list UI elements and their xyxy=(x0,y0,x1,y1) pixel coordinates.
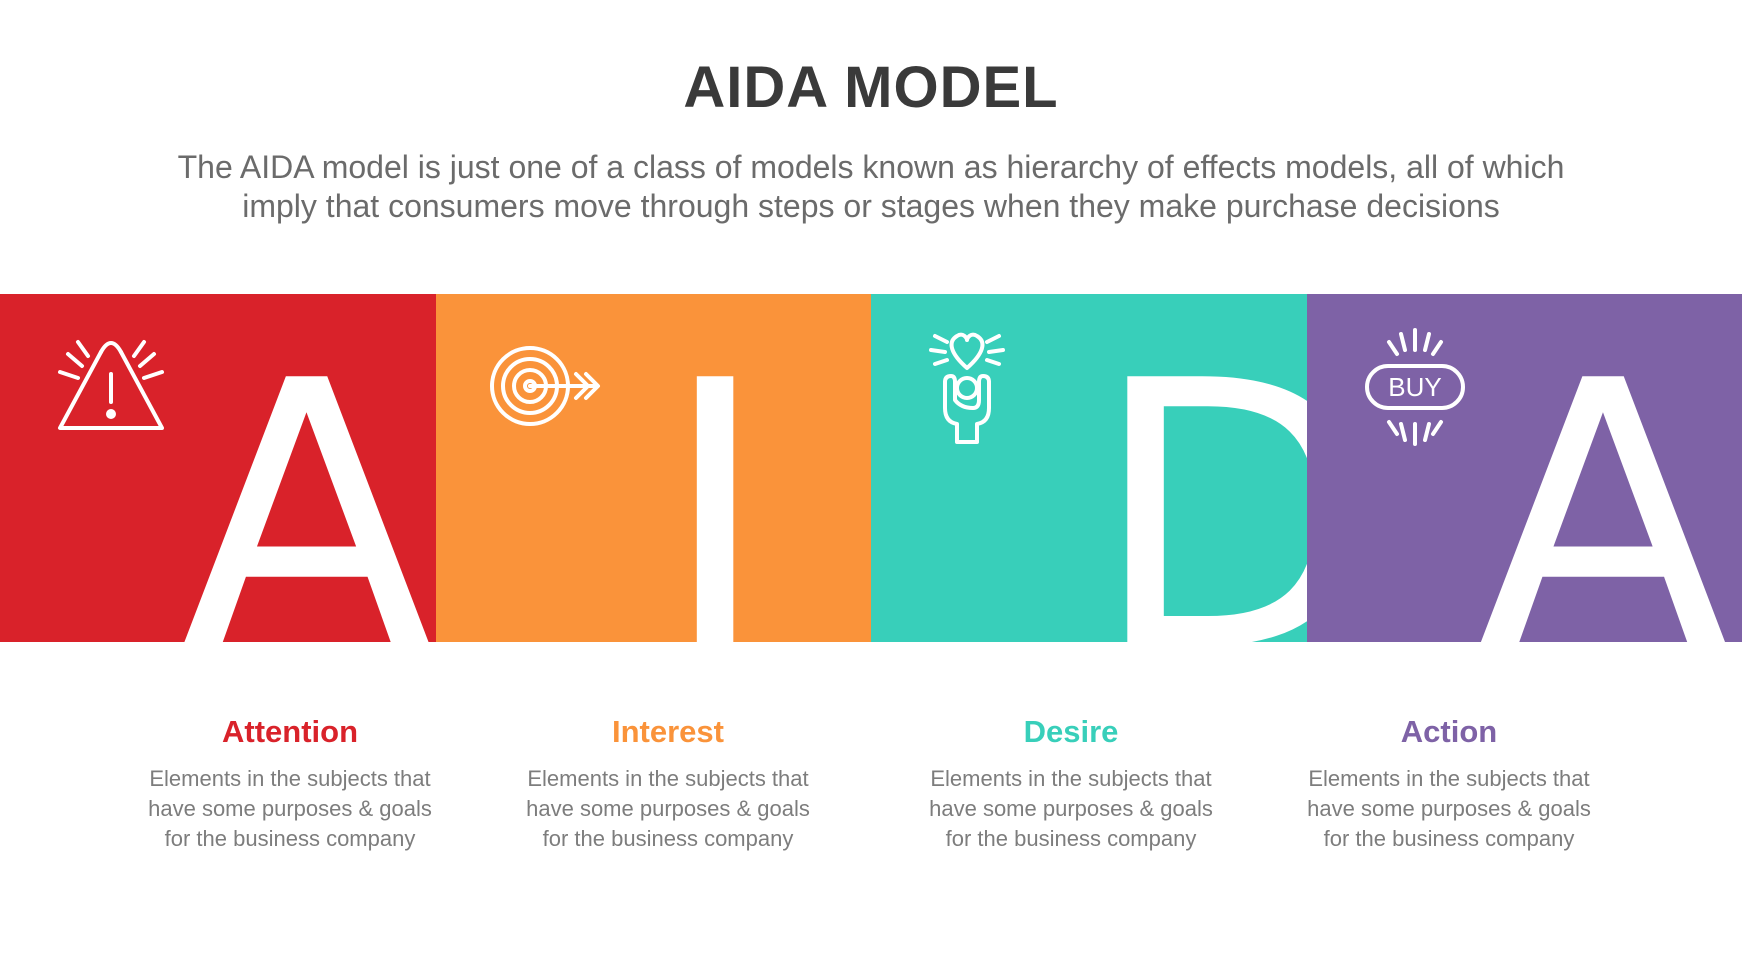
desc-line: for the business company xyxy=(164,826,416,851)
step-title-interest: Interest xyxy=(612,714,724,749)
aida-steps: Attention Elements in the subjects that … xyxy=(0,712,1742,912)
step-action: Action Elements in the subjects that hav… xyxy=(1279,712,1619,854)
step-title-action: Action xyxy=(1400,714,1498,749)
subtitle-line-2: imply that consumers move through steps … xyxy=(242,188,1500,224)
step-desire: Desire Elements in the subjects that hav… xyxy=(901,712,1241,854)
panel-interest: I xyxy=(435,294,871,642)
step-desc-interest: Elements in the subjects that have some … xyxy=(498,764,838,854)
desc-line: Elements in the subjects that xyxy=(1308,766,1590,791)
person-heart-icon xyxy=(891,324,1041,454)
page-title: AIDA MODEL xyxy=(683,55,1059,120)
desc-line: Elements in the subjects that xyxy=(527,766,809,791)
panel-desire: D xyxy=(871,294,1307,642)
desc-line: Elements in the subjects that xyxy=(930,766,1212,791)
desc-line: have some purposes & goals xyxy=(148,796,432,821)
desc-line: for the business company xyxy=(945,826,1197,851)
step-interest: Interest Elements in the subjects that h… xyxy=(498,712,838,854)
desc-line: Elements in the subjects that xyxy=(149,766,431,791)
step-desc-attention: Elements in the subjects that have some … xyxy=(120,764,460,854)
aida-color-band: A I xyxy=(0,294,1742,642)
step-title-desire: Desire xyxy=(1023,714,1119,749)
letter-i-interest: I xyxy=(660,304,770,642)
page-subtitle: The AIDA model is just one of a class of… xyxy=(100,148,1642,226)
desc-line: have some purposes & goals xyxy=(526,796,810,821)
buy-button-icon: BUY xyxy=(1351,324,1501,454)
letter-a-attention: A xyxy=(180,304,434,642)
subtitle-line-1: The AIDA model is just one of a class of… xyxy=(177,149,1565,185)
desc-line: have some purposes & goals xyxy=(929,796,1213,821)
step-desc-action: Elements in the subjects that have some … xyxy=(1279,764,1619,854)
step-title-attention: Attention xyxy=(221,714,359,749)
step-desc-desire: Elements in the subjects that have some … xyxy=(901,764,1241,854)
panel-action: BUY A xyxy=(1306,294,1742,642)
desc-line: have some purposes & goals xyxy=(1307,796,1591,821)
desc-line: for the business company xyxy=(1323,826,1575,851)
letter-a-action: A xyxy=(1476,304,1730,642)
letter-d-desire: D xyxy=(1091,304,1307,642)
buy-icon-text: BUY xyxy=(1388,372,1441,402)
step-attention: Attention Elements in the subjects that … xyxy=(120,712,460,854)
desc-line: for the business company xyxy=(542,826,794,851)
target-arrow-icon xyxy=(472,324,622,454)
warning-triangle-icon xyxy=(38,324,188,454)
panel-attention: A xyxy=(0,294,436,642)
